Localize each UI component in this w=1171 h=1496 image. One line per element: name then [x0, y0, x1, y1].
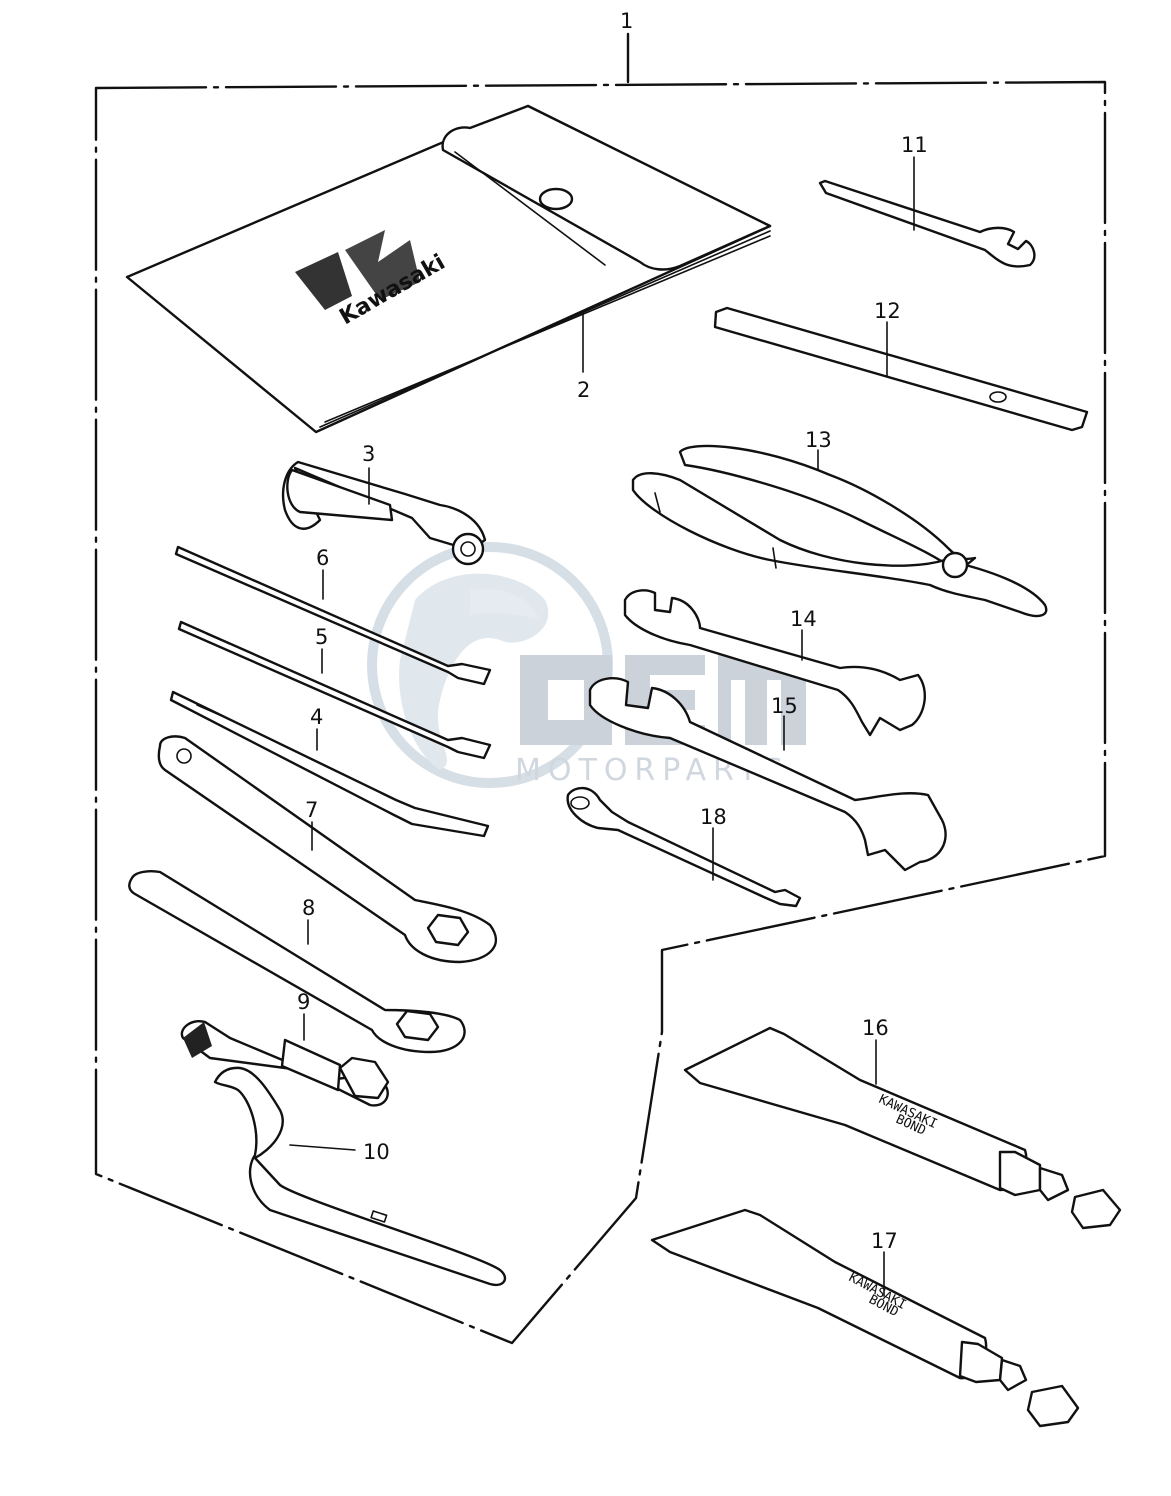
open-end-wrench-14	[623, 589, 927, 737]
hex-socket-tool	[180, 1020, 390, 1107]
callout-13: 13	[805, 428, 832, 452]
flat-bar-tool	[713, 306, 1089, 432]
callout-4: 4	[310, 705, 323, 729]
callout-18: 18	[700, 805, 727, 829]
callout-10: 10	[363, 1140, 390, 1164]
hook-spanner	[213, 1066, 507, 1287]
screwdriver-4	[169, 690, 490, 838]
bond-tube-16: KAWASAKI BOND	[683, 1026, 1122, 1230]
screwdriver-5	[177, 620, 492, 760]
callout-12: 12	[874, 299, 901, 323]
callout-7: 7	[305, 798, 318, 822]
callout-14: 14	[790, 607, 817, 631]
box-wrench-8	[128, 870, 466, 1054]
callout-5: 5	[315, 625, 328, 649]
callout-9: 9	[297, 990, 310, 1014]
plug-socket-tool	[281, 460, 487, 566]
callout-3: 3	[362, 442, 375, 466]
callout-1: 1	[620, 9, 633, 33]
callout-11: 11	[901, 133, 928, 157]
bond-tube-17: KAWASAKI BOND	[650, 1208, 1080, 1428]
box-wrench-7	[157, 735, 497, 964]
callout-15: 15	[771, 694, 798, 718]
callout-labels: 1 2 3 4 5 6 7 8 9 10 11 12 13 14 15 16 1…	[297, 9, 928, 1253]
callout-8: 8	[302, 896, 315, 920]
screwdriver-6	[174, 545, 492, 686]
callout-17: 17	[871, 1229, 898, 1253]
open-end-wrench-15	[588, 677, 947, 872]
callout-16: 16	[862, 1016, 889, 1040]
small-open-wrench	[818, 179, 1036, 268]
tool-bag: Kawasaki	[125, 104, 772, 434]
slip-joint-pliers	[631, 444, 1048, 618]
leader-lines	[289, 156, 915, 1297]
socket-extension	[566, 786, 802, 908]
kit-boundary	[94, 32, 1107, 1345]
callout-2: 2	[577, 378, 590, 402]
callout-6: 6	[316, 546, 329, 570]
